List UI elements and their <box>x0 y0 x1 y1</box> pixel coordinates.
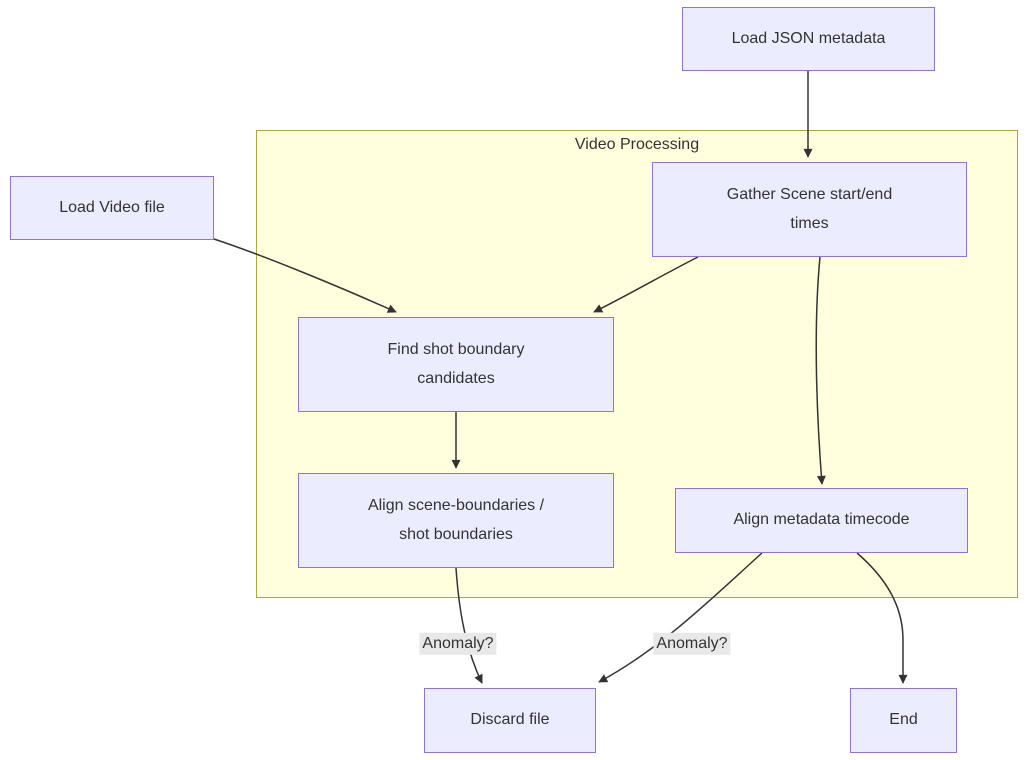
node-align-scene-boundaries: Align scene-boundaries / shot boundaries <box>298 473 614 568</box>
edge-alignmeta-to-discard <box>598 552 763 683</box>
edge-label-anomaly-left: Anomaly? <box>419 632 497 656</box>
edge-gather-to-alignmeta <box>815 256 826 485</box>
node-gather-scene-times: Gather Scene start/end times <box>652 162 967 257</box>
node-find-shot-boundary: Find shot boundary candidates <box>298 317 614 412</box>
node-load-video-file: Load Video file <box>10 176 214 240</box>
edge-loadvideo-to-findshot <box>213 238 397 313</box>
subgraph-title: Video Processing <box>574 136 700 153</box>
edge-gather-to-findshot <box>593 256 699 313</box>
edge-label-anomaly-right: Anomaly? <box>653 632 731 656</box>
node-end: End <box>850 688 957 753</box>
node-load-json-metadata: Load JSON metadata <box>682 7 935 71</box>
node-align-metadata-timecode: Align metadata timecode <box>675 488 968 553</box>
edge-alignscene-to-discard <box>455 567 483 684</box>
edge-alignmeta-to-end <box>856 552 908 684</box>
node-discard-file: Discard file <box>424 688 596 753</box>
